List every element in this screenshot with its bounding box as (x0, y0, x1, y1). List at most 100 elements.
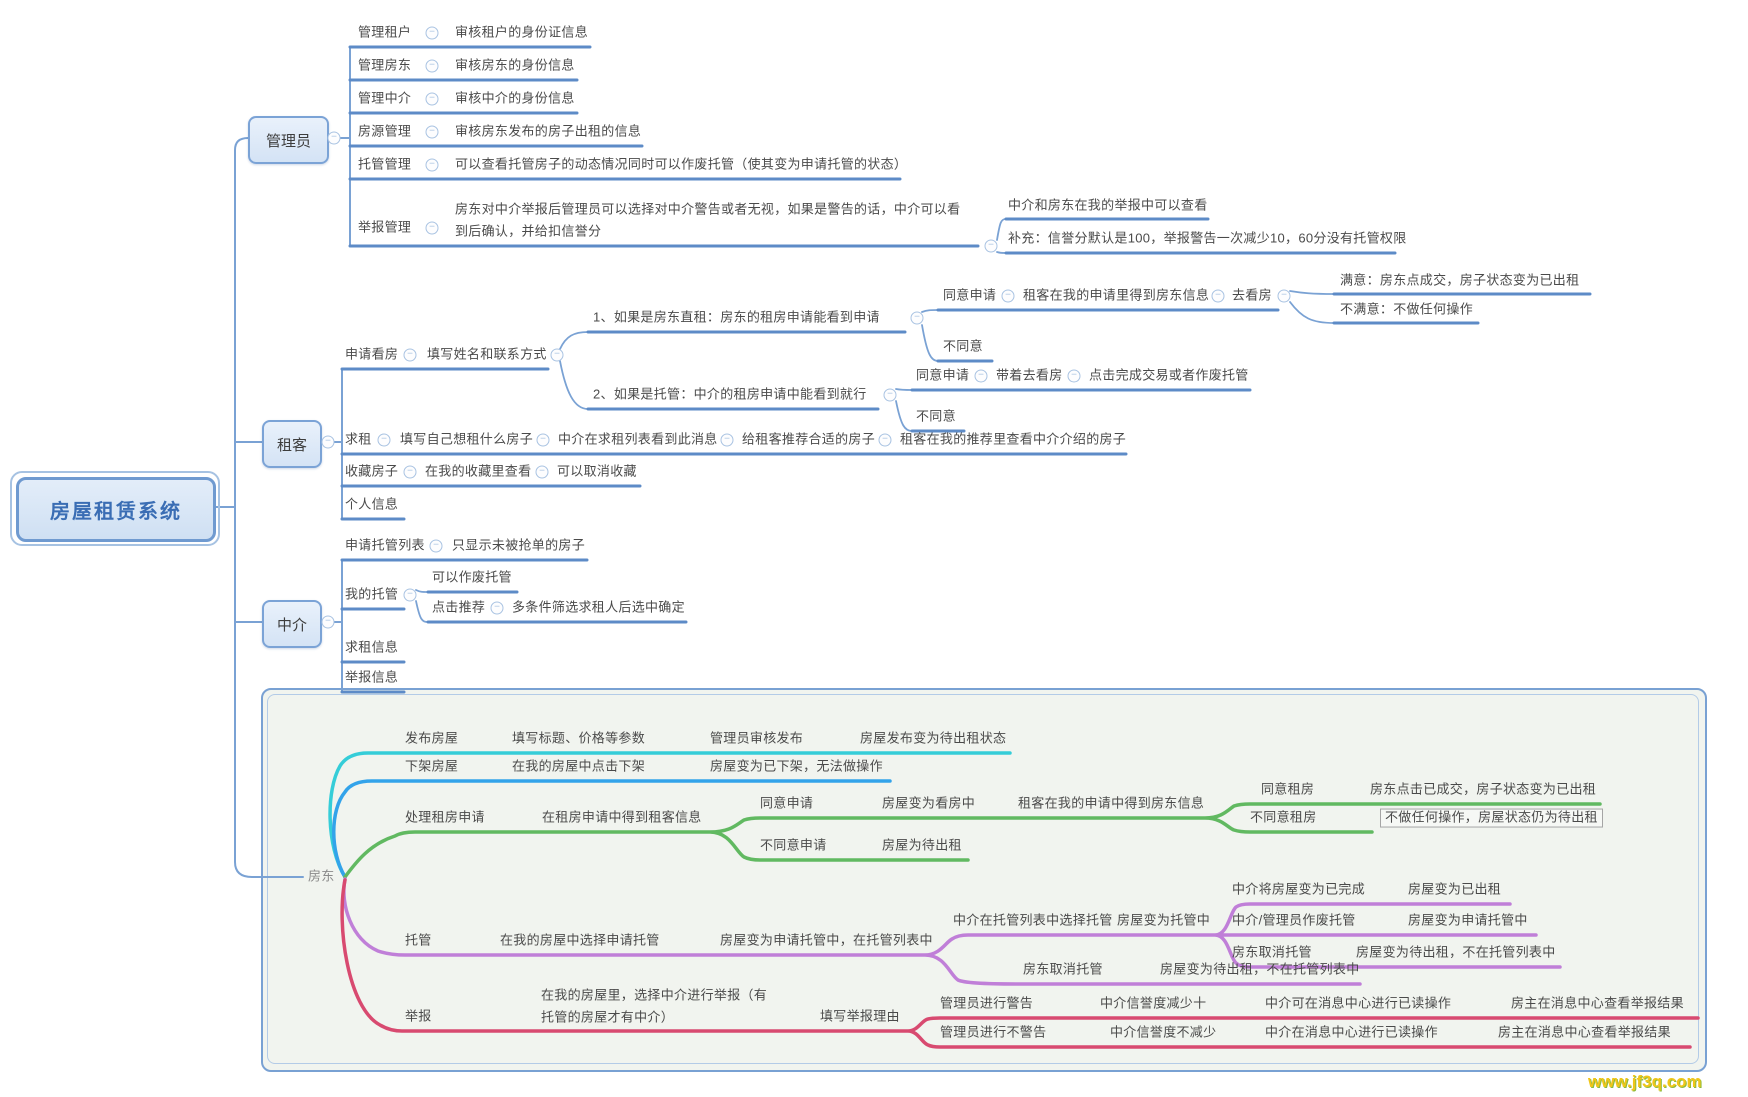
tenant-case2-finish[interactable]: 点击完成交易或者作废托管 (1089, 367, 1249, 383)
ll-trust-pick-cancel[interactable]: 房东取消托管 (1232, 944, 1312, 960)
admin-manage-agent[interactable]: 管理中介 (358, 90, 412, 106)
ll-trust-step2[interactable]: 房屋变为申请托管中，在托管列表中 (720, 932, 933, 948)
ll-report-how-line1[interactable]: 在我的房屋里，选择中介进行举报（有 (541, 987, 768, 1003)
collapse-icon[interactable]: − (1211, 289, 1225, 303)
ll-trust-void[interactable]: 中介/管理员作废托管 (1232, 912, 1356, 928)
tenant-case2-visit[interactable]: 带着去看房 (996, 367, 1063, 383)
ll-trust-pick-cancel-status[interactable]: 房屋变为待出租，不在托管列表中 (1356, 944, 1556, 960)
admin-trust-manage-attr[interactable]: 可以查看托管房子的动态情况同时可以作废托管（使其变为申请托管的状态） (455, 156, 908, 172)
admin-manage-landlord-attr[interactable]: 审核房东的身份信息 (455, 57, 575, 73)
ll-handle-reject[interactable]: 不同意申请 (760, 837, 827, 853)
ll-publish-step1[interactable]: 填写标题、价格等参数 (512, 730, 646, 746)
admin-housing-manage-attr[interactable]: 审核房东发布的房子出租的信息 (455, 123, 642, 139)
ll-trust-step1[interactable]: 在我的房屋中选择申请托管 (500, 932, 660, 948)
tenant-seek-step2[interactable]: 中介在求租列表看到此消息 (558, 431, 718, 447)
collapse-icon[interactable]: − (425, 26, 439, 40)
tenant-case2[interactable]: 2、如果是托管：中介的租房申请中能看到就行 (593, 386, 867, 402)
collapse-icon[interactable]: − (403, 465, 417, 479)
admin-manage-tenant[interactable]: 管理租户 (358, 24, 412, 40)
ll-report-warn-credit[interactable]: 中介信誉度减少十 (1100, 995, 1207, 1011)
tenant-case1[interactable]: 1、如果是房东直租：房东的租房申请能看到申请 (593, 309, 880, 325)
collapse-icon[interactable]: − (1277, 289, 1291, 303)
admin-trust-manage[interactable]: 托管管理 (358, 156, 412, 172)
collapse-icon[interactable]: − (490, 601, 504, 615)
collapse-icon[interactable]: − (425, 158, 439, 172)
ll-trust-done[interactable]: 中介将房屋变为已完成 (1232, 881, 1366, 897)
ll-handle-reject-status[interactable]: 房屋为待出租 (882, 837, 962, 853)
agent-recommend-attr[interactable]: 多条件筛选求租人后选中确定 (512, 599, 685, 615)
ll-handle[interactable]: 处理租房申请 (405, 809, 485, 825)
tenant-seek-step3[interactable]: 给租客推荐合适的房子 (742, 431, 876, 447)
ll-rent-no-result[interactable]: 不做任何操作，房屋状态仍为待出租 (1380, 808, 1603, 828)
admin-manage-tenant-attr[interactable]: 审核租户的身份证信息 (455, 24, 589, 40)
collapse-icon[interactable]: − (321, 435, 335, 449)
ll-report[interactable]: 举报 (405, 1008, 432, 1024)
agent-recommend[interactable]: 点击推荐 (432, 599, 486, 615)
ll-report-how-line2[interactable]: 托管的房屋才有中介） (541, 1009, 675, 1025)
tenant-seek-step4[interactable]: 租客在我的推荐里查看中介介绍的房子 (900, 431, 1127, 447)
collapse-icon[interactable]: − (984, 239, 998, 253)
collapse-icon[interactable]: − (327, 131, 341, 145)
ll-report-reason[interactable]: 填写举报理由 (820, 1008, 900, 1024)
topic-landlord[interactable]: 房东 (308, 868, 335, 884)
admin-report-child-view[interactable]: 中介和房东在我的举报中可以查看 (1008, 197, 1208, 213)
ll-report-warn-read[interactable]: 中介可在消息中心进行已读操作 (1265, 995, 1452, 1011)
tenant-case1-reject[interactable]: 不同意 (943, 338, 983, 354)
ll-report-nowarn-credit[interactable]: 中介信誉度不减少 (1110, 1024, 1217, 1040)
tenant-case1-agree[interactable]: 同意申请 (943, 287, 997, 303)
collapse-icon[interactable]: − (535, 465, 549, 479)
ll-publish-step2[interactable]: 管理员审核发布 (710, 730, 804, 746)
ll-rent-no[interactable]: 不同意租房 (1250, 809, 1317, 825)
ll-handle-info[interactable]: 在租房申请中得到租客信息 (542, 809, 702, 825)
collapse-icon[interactable]: − (321, 615, 335, 629)
root-topic[interactable]: 房屋租赁系统 (16, 477, 216, 542)
agent-seek-info[interactable]: 求租信息 (345, 639, 399, 655)
ll-trust-pick-status[interactable]: 房屋变为托管中 (1117, 912, 1211, 928)
tenant-case1-visit[interactable]: 去看房 (1232, 287, 1272, 303)
admin-report-child-credit[interactable]: 补充：信誉分默认是100，举报警告一次减少10，60分没有托管权限 (1008, 230, 1407, 246)
tenant-favorite[interactable]: 收藏房子 (345, 463, 399, 479)
ll-trust-cancel[interactable]: 房东取消托管 (1023, 961, 1103, 977)
tenant-favorite-cancel[interactable]: 可以取消收藏 (557, 463, 637, 479)
tenant-case1-satisfied[interactable]: 满意：房东点成交，房子状态变为已出租 (1340, 272, 1580, 288)
ll-trust-pick[interactable]: 中介在托管列表中选择托管 (953, 912, 1113, 928)
agent-trust-list-attr[interactable]: 只显示未被抢单的房子 (452, 537, 586, 553)
ll-report-nowarn-result[interactable]: 房主在消息中心查看举报结果 (1498, 1024, 1671, 1040)
tenant-case2-reject[interactable]: 不同意 (916, 408, 956, 424)
ll-handle-agree-status[interactable]: 房屋变为看房中 (882, 795, 976, 811)
topic-admin[interactable]: 管理员 (248, 116, 329, 164)
collapse-icon[interactable]: − (550, 348, 564, 362)
collapse-icon[interactable]: − (425, 92, 439, 106)
collapse-icon[interactable]: − (425, 125, 439, 139)
admin-report-attr-line1[interactable]: 房东对中介举报后管理员可以选择对中介警告或者无视，如果是警告的话，中介可以看 (455, 201, 961, 217)
ll-report-nowarn[interactable]: 管理员进行不警告 (940, 1024, 1047, 1040)
agent-trust-list[interactable]: 申请托管列表 (345, 537, 425, 553)
ll-report-warn[interactable]: 管理员进行警告 (940, 995, 1034, 1011)
collapse-icon[interactable]: − (403, 588, 417, 602)
collapse-icon[interactable]: − (974, 369, 988, 383)
collapse-icon[interactable]: − (1001, 289, 1015, 303)
tenant-case1-unsatisfied[interactable]: 不满意：不做任何操作 (1340, 301, 1474, 317)
collapse-icon[interactable]: − (883, 388, 897, 402)
ll-rent-yes[interactable]: 同意租房 (1261, 781, 1315, 797)
ll-unlist[interactable]: 下架房屋 (405, 758, 459, 774)
collapse-icon[interactable]: − (403, 348, 417, 362)
tenant-profile[interactable]: 个人信息 (345, 496, 399, 512)
agent-my-trust-void[interactable]: 可以作废托管 (432, 569, 512, 585)
tenant-favorite-view[interactable]: 在我的收藏里查看 (425, 463, 532, 479)
agent-report-info[interactable]: 举报信息 (345, 669, 399, 685)
collapse-icon[interactable]: − (720, 433, 734, 447)
collapse-icon[interactable]: − (425, 221, 439, 235)
collapse-icon[interactable]: − (1067, 369, 1081, 383)
ll-report-nowarn-read[interactable]: 中介在消息中心进行已读操作 (1265, 1024, 1438, 1040)
admin-manage-agent-attr[interactable]: 审核中介的身份信息 (455, 90, 575, 106)
tenant-seek[interactable]: 求租 (345, 431, 372, 447)
ll-trust-done-status[interactable]: 房屋变为已出租 (1408, 881, 1502, 897)
ll-trust-void-status[interactable]: 房屋变为申请托管中 (1408, 912, 1528, 928)
ll-publish[interactable]: 发布房屋 (405, 730, 459, 746)
ll-unlist-step2[interactable]: 房屋变为已下架，无法做操作 (710, 758, 883, 774)
admin-manage-landlord[interactable]: 管理房东 (358, 57, 412, 73)
ll-report-warn-result[interactable]: 房主在消息中心查看举报结果 (1511, 995, 1684, 1011)
collapse-icon[interactable]: − (910, 311, 924, 325)
ll-handle-agree[interactable]: 同意申请 (760, 795, 814, 811)
